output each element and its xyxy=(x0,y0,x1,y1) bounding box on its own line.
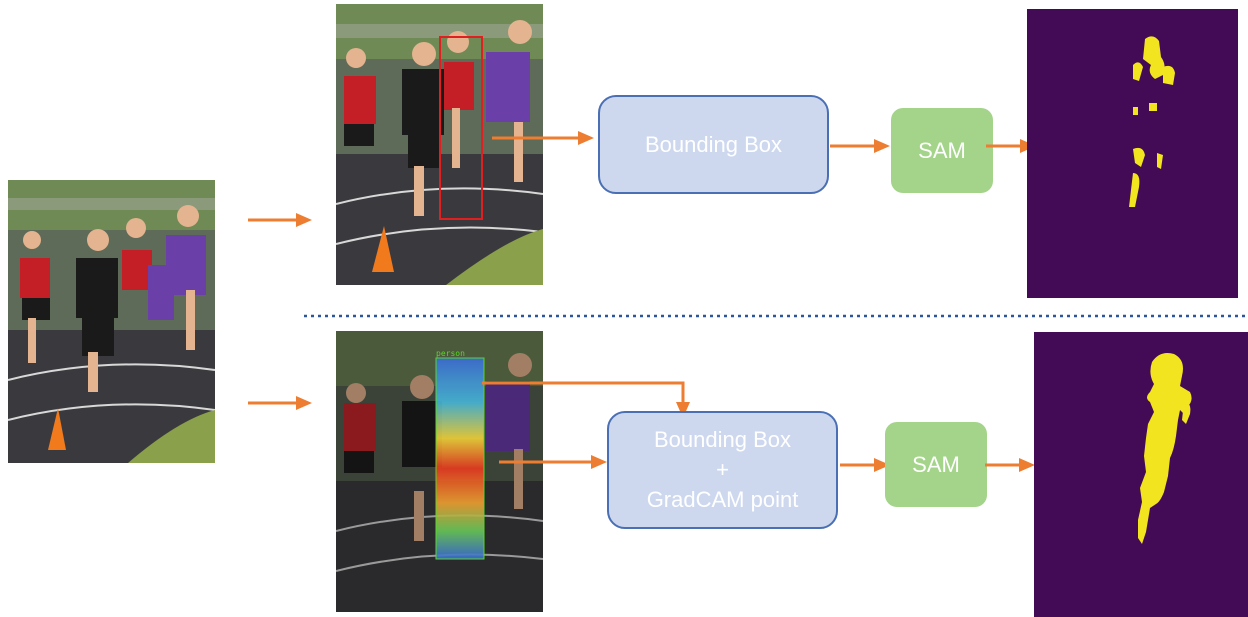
arrow-top-photo-to-box xyxy=(492,131,594,145)
input-photo xyxy=(8,180,215,463)
red-bounding-box xyxy=(439,36,483,220)
bottom-sam-label: SAM xyxy=(912,451,960,477)
bottom-bbox-gradcam-node: Bounding Box + GradCAM point xyxy=(607,411,838,529)
arrow-bbox-to-box xyxy=(499,455,607,469)
top-output-mask xyxy=(1027,9,1238,298)
bottom-box-line3: GradCAM point xyxy=(646,487,799,512)
top-bounding-box-node: Bounding Box xyxy=(598,95,829,194)
top-sam-label: SAM xyxy=(918,137,966,163)
arrow-bottom-box-to-sam xyxy=(840,458,890,472)
bottom-sam-node: SAM xyxy=(885,422,987,507)
bottom-output-mask xyxy=(1034,332,1248,617)
row-divider xyxy=(304,314,1248,318)
top-photo-with-bbox xyxy=(336,4,543,285)
top-box-label: Bounding Box xyxy=(645,131,782,157)
bottom-photo-with-gradcam: person xyxy=(336,331,543,612)
bottom-box-line2: + xyxy=(716,457,729,482)
bottom-box-line1: Bounding Box xyxy=(654,427,791,452)
detection-label: person xyxy=(436,349,465,358)
arrow-input-to-top xyxy=(248,213,312,227)
arrow-gradcam-point-to-box xyxy=(482,381,690,418)
detector-box xyxy=(435,357,485,560)
top-sam-node: SAM xyxy=(891,108,993,193)
arrow-input-to-bottom xyxy=(248,396,312,410)
arrow-bottom-sam-to-mask xyxy=(985,458,1035,472)
arrow-top-box-to-sam xyxy=(830,139,890,153)
